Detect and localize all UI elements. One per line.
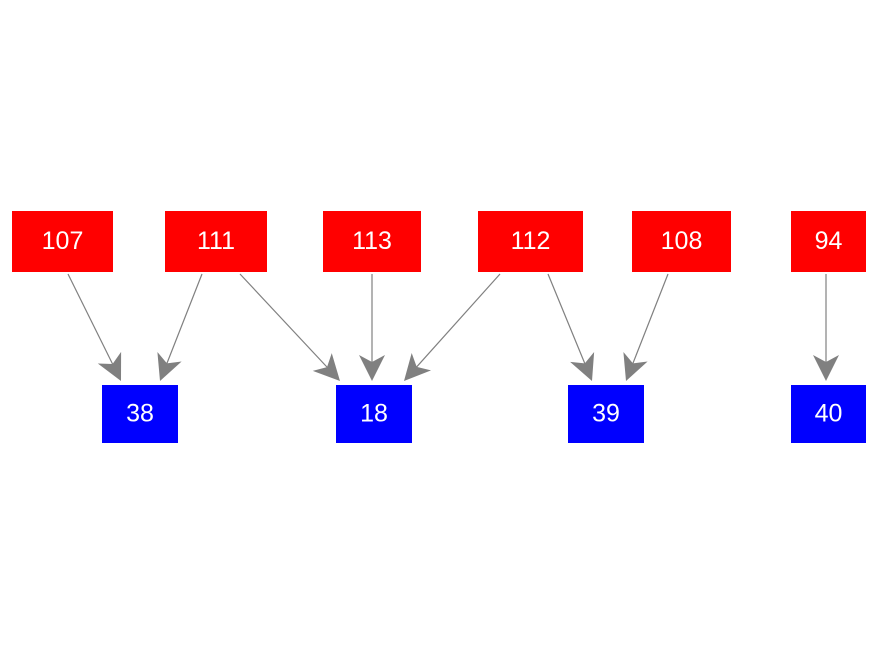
edge-line — [239, 273, 336, 377]
node-box[interactable] — [336, 385, 412, 443]
edges-layer — [67, 273, 839, 381]
edge-line — [67, 273, 119, 375]
edge-arrowhead-icon — [623, 352, 648, 381]
edge-line — [627, 273, 669, 375]
node-box[interactable] — [791, 211, 866, 272]
graph-node-113[interactable]: 113 — [323, 211, 421, 272]
graph-edge — [239, 273, 340, 381]
graph-edge — [157, 273, 203, 381]
edge-line — [547, 273, 590, 375]
node-label: 113 — [352, 227, 392, 255]
node-label: 107 — [42, 227, 84, 255]
graph-node-18[interactable]: 18 — [336, 385, 412, 443]
node-label: 108 — [661, 227, 703, 255]
node-box[interactable] — [568, 385, 644, 443]
graph-edge — [623, 273, 669, 381]
graph-edge — [813, 274, 839, 381]
node-box[interactable] — [102, 385, 178, 443]
edge-arrowhead-icon — [813, 355, 839, 381]
graph-node-112[interactable]: 112 — [478, 211, 583, 272]
node-box[interactable] — [632, 211, 731, 272]
edge-arrowhead-icon — [404, 352, 432, 381]
node-label: 39 — [592, 400, 620, 428]
node-label: 18 — [360, 400, 388, 428]
node-box[interactable] — [323, 211, 421, 272]
node-box[interactable] — [165, 211, 267, 272]
graph-node-94[interactable]: 94 — [791, 211, 866, 272]
graph-node-38[interactable]: 38 — [102, 385, 178, 443]
node-box[interactable] — [791, 385, 866, 443]
node-label: 94 — [815, 227, 843, 255]
edge-arrowhead-icon — [359, 355, 385, 381]
graph-node-111[interactable]: 111 — [165, 211, 267, 272]
node-box[interactable] — [478, 211, 583, 272]
node-label: 38 — [126, 400, 154, 428]
graph-node-107[interactable]: 107 — [12, 211, 113, 272]
graph-node-39[interactable]: 39 — [568, 385, 644, 443]
node-label: 112 — [511, 227, 551, 255]
graph-edge — [547, 273, 595, 381]
edge-arrowhead-icon — [570, 352, 595, 381]
graph-node-108[interactable]: 108 — [632, 211, 731, 272]
node-label: 111 — [197, 227, 235, 255]
graph-edge — [359, 274, 385, 381]
graph-edge — [67, 273, 122, 381]
edge-line — [161, 273, 203, 375]
nodes-layer: 107 111 113 112 108 94 38 18 39 40 — [12, 211, 866, 443]
node-label: 40 — [815, 400, 843, 428]
edge-arrowhead-icon — [157, 352, 182, 381]
edge-arrowhead-icon — [312, 353, 340, 381]
edge-arrowhead-icon — [97, 351, 122, 381]
graph-node-40[interactable]: 40 — [791, 385, 866, 443]
graph-edge — [404, 273, 501, 381]
edge-line — [408, 273, 501, 377]
node-box[interactable] — [12, 211, 113, 272]
